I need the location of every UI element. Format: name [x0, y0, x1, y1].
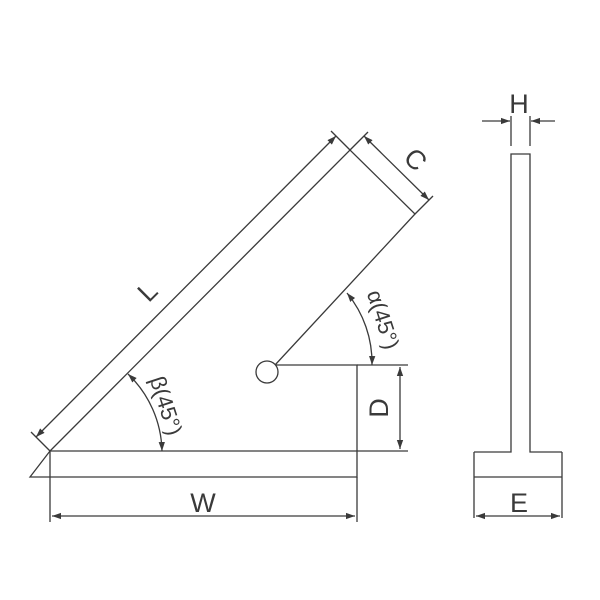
label-e: E [510, 488, 528, 518]
dimension-h [482, 116, 555, 146]
dimension-d [357, 364, 408, 452]
angle-alpha-arc [346, 292, 376, 366]
relief-hole [255, 360, 279, 384]
label-h: H [509, 89, 529, 119]
dimension-l [30, 130, 351, 452]
dimension-w [49, 451, 358, 522]
side-view-outline [473, 153, 563, 518]
square-base-outline [28, 450, 358, 478]
label-c: C [398, 142, 433, 177]
square-blade-outline [49, 149, 416, 452]
label-l: L [132, 276, 164, 308]
label-alpha: α(45°) [362, 287, 405, 352]
angle-beta-arc [127, 373, 165, 452]
label-d: D [364, 398, 394, 418]
dimension-c [349, 131, 434, 215]
label-w: W [190, 488, 216, 518]
